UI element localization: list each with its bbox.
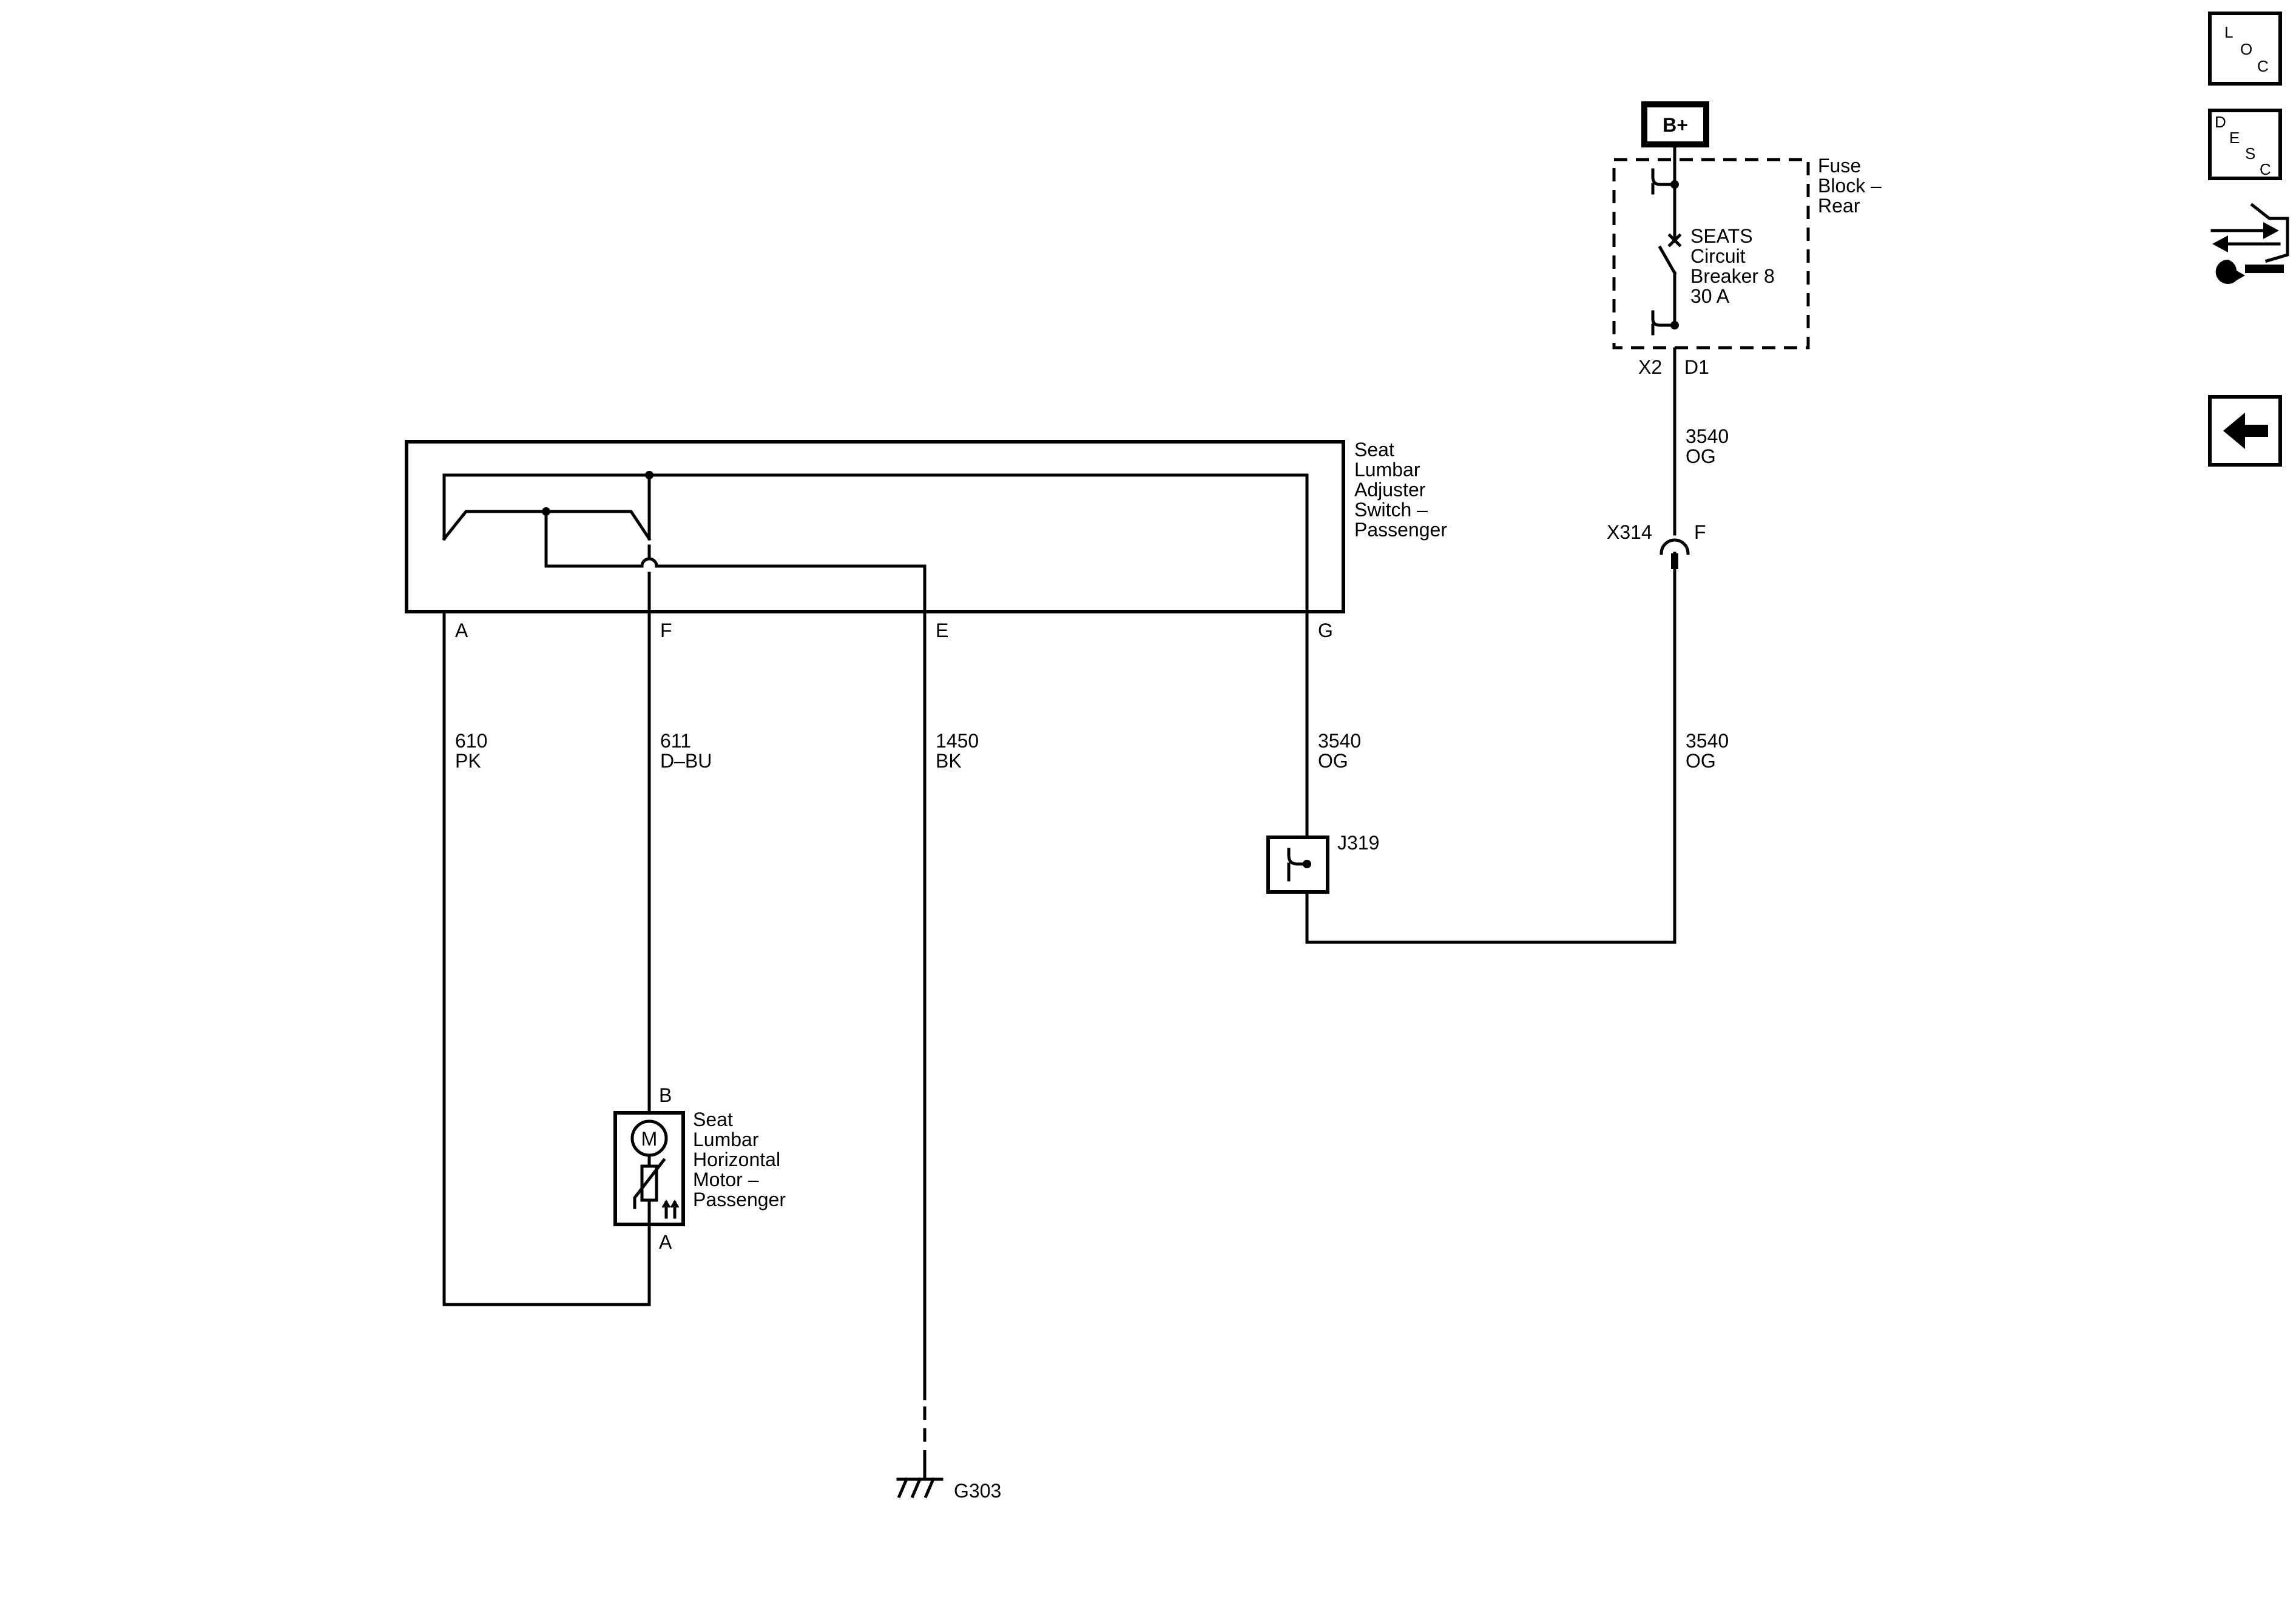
back-button[interactable] — [2208, 395, 2282, 467]
loc-letter-c: C — [2257, 57, 2269, 75]
wire-3540-og-switch: 3540 OG — [1305, 552, 1676, 944]
wire-circuit: 3540 — [1686, 730, 1729, 752]
motor-label-line-2: Lumbar — [693, 1129, 759, 1150]
inline-connector-x314: X314 F — [1607, 521, 1706, 569]
switch-pin-a: A — [455, 619, 468, 641]
loc-letter-l: L — [2224, 23, 2233, 41]
switch-label-line-3: Adjuster — [1354, 479, 1426, 501]
wire-circuit: 3540 — [1318, 730, 1361, 752]
wire-1450-bk: 1450 BK — [923, 610, 979, 1462]
fuse-block-rear: Fuse Block – Rear SEATS Circuit Breaker … — [1612, 155, 1882, 378]
desc-button[interactable]: D E S C — [2208, 109, 2282, 180]
wire-3540-og-fuse: 3540 OG — [1673, 347, 1729, 536]
wire-color: PK — [455, 750, 481, 772]
fuse-pin-label: D1 — [1684, 356, 1709, 378]
breaker-label-line-3: Breaker 8 — [1690, 265, 1775, 287]
wire-color: OG — [1686, 750, 1716, 772]
wire-611-dbu: 611 D–BU — [647, 610, 712, 1115]
switch-pin-g: G — [1318, 619, 1333, 641]
fuse-block-label-line-1: Fuse — [1818, 155, 1861, 177]
motor-symbol: M — [641, 1128, 658, 1150]
motor-label-line-5: Passenger — [693, 1189, 786, 1210]
wire-color: OG — [1318, 750, 1348, 772]
desc-letter-c: C — [2260, 160, 2271, 178]
wire-circuit: 611 — [660, 730, 691, 752]
splice-j319: J319 — [1266, 832, 1379, 894]
connector-pin: F — [1694, 521, 1706, 543]
wire-color: BK — [936, 750, 962, 772]
breaker-label-line-4: 30 A — [1690, 285, 1730, 307]
loc-letter-o: O — [2240, 40, 2252, 58]
connector-wrench-icon[interactable] — [2210, 203, 2289, 284]
switch-pin-f: F — [660, 619, 672, 641]
wire-circuit: 1450 — [936, 730, 979, 752]
motor-label-line-1: Seat — [693, 1109, 733, 1130]
fuse-block-label-line-3: Rear — [1818, 195, 1860, 217]
switch-label-line-4: Switch – — [1354, 499, 1428, 521]
wire-3540-og-feed: 3540 OG — [1686, 730, 1729, 772]
switch-label-line-1: Seat — [1354, 439, 1394, 461]
switch-pin-e: E — [936, 619, 948, 641]
fuse-block-label-line-2: Block – — [1818, 175, 1882, 197]
wire-circuit: 610 — [455, 730, 487, 752]
motor-pin-a: A — [659, 1231, 672, 1253]
wire-610-pk: 610 PK — [442, 610, 651, 1306]
ground-label: G303 — [954, 1480, 1001, 1502]
motor-label-line-4: Motor – — [693, 1169, 759, 1190]
desc-letter-s: S — [2245, 144, 2255, 163]
motor-label-line-3: Horizontal — [693, 1149, 780, 1170]
ground-g303: G303 — [896, 1460, 1001, 1502]
wire-color: D–BU — [660, 750, 712, 772]
battery-label: B+ — [1663, 114, 1688, 136]
splice-label: J319 — [1337, 832, 1379, 854]
connector-label: X314 — [1607, 521, 1652, 543]
battery-positive: B+ — [1641, 101, 1709, 184]
breaker-label-line-2: Circuit — [1690, 245, 1746, 267]
motor-pin-b: B — [659, 1084, 672, 1106]
seat-lumbar-horizontal-motor: M B A Seat Lumbar Horizontal Motor – Pas… — [613, 1084, 786, 1253]
breaker-label-line-1: SEATS — [1690, 225, 1753, 247]
fuse-connector-label: X2 — [1638, 356, 1662, 378]
switch-label-line-2: Lumbar — [1354, 459, 1420, 481]
switch-label-line-5: Passenger — [1354, 519, 1447, 541]
desc-letter-e: E — [2229, 129, 2240, 147]
wire-circuit: 3540 — [1686, 425, 1729, 447]
loc-button[interactable]: L O C — [2208, 12, 2282, 86]
seat-lumbar-adjuster-switch: Seat Lumbar Adjuster Switch – Passenger … — [405, 439, 1447, 641]
back-arrow-icon — [2223, 413, 2268, 449]
desc-letter-d: D — [2215, 113, 2226, 131]
wire-color: OG — [1686, 445, 1716, 467]
